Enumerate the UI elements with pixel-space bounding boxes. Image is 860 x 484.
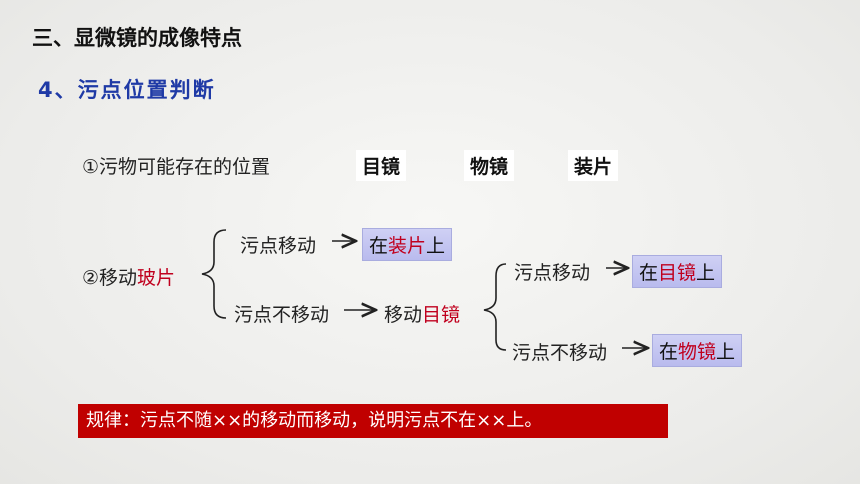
branch-move: 污点移动 (240, 235, 317, 257)
item1-label: ①污物可能存在的位置 (82, 156, 271, 178)
option-eyepiece: 目镜 (356, 150, 407, 181)
branch-nomove: 污点不移动 (234, 304, 330, 326)
item2-prefix: ②移动 (82, 267, 138, 289)
brace-main (201, 229, 227, 319)
rule-banner: 规律：污点不随××的移动而移动，说明污点不在××上。 (78, 404, 668, 438)
result-eyepiece: 在目镜上 (632, 255, 723, 288)
option-objective: 物镜 (464, 150, 515, 181)
option-slide: 装片 (568, 150, 619, 181)
sub-nomove: 污点不移动 (512, 342, 608, 364)
move-eyepiece: 移动目镜 (384, 304, 461, 326)
item2-label: ②移动玻片 (82, 263, 175, 290)
item2-prefix-red: 玻片 (137, 267, 176, 289)
sub-move: 污点移动 (514, 262, 591, 284)
result-slide: 在装片上 (362, 228, 453, 261)
sub-title: 4、污点位置判断 (38, 78, 216, 102)
brace-eyepiece (483, 263, 507, 351)
result-objective: 在物镜上 (652, 334, 743, 367)
section-title: 三、显微镜的成像特点 (32, 26, 242, 50)
